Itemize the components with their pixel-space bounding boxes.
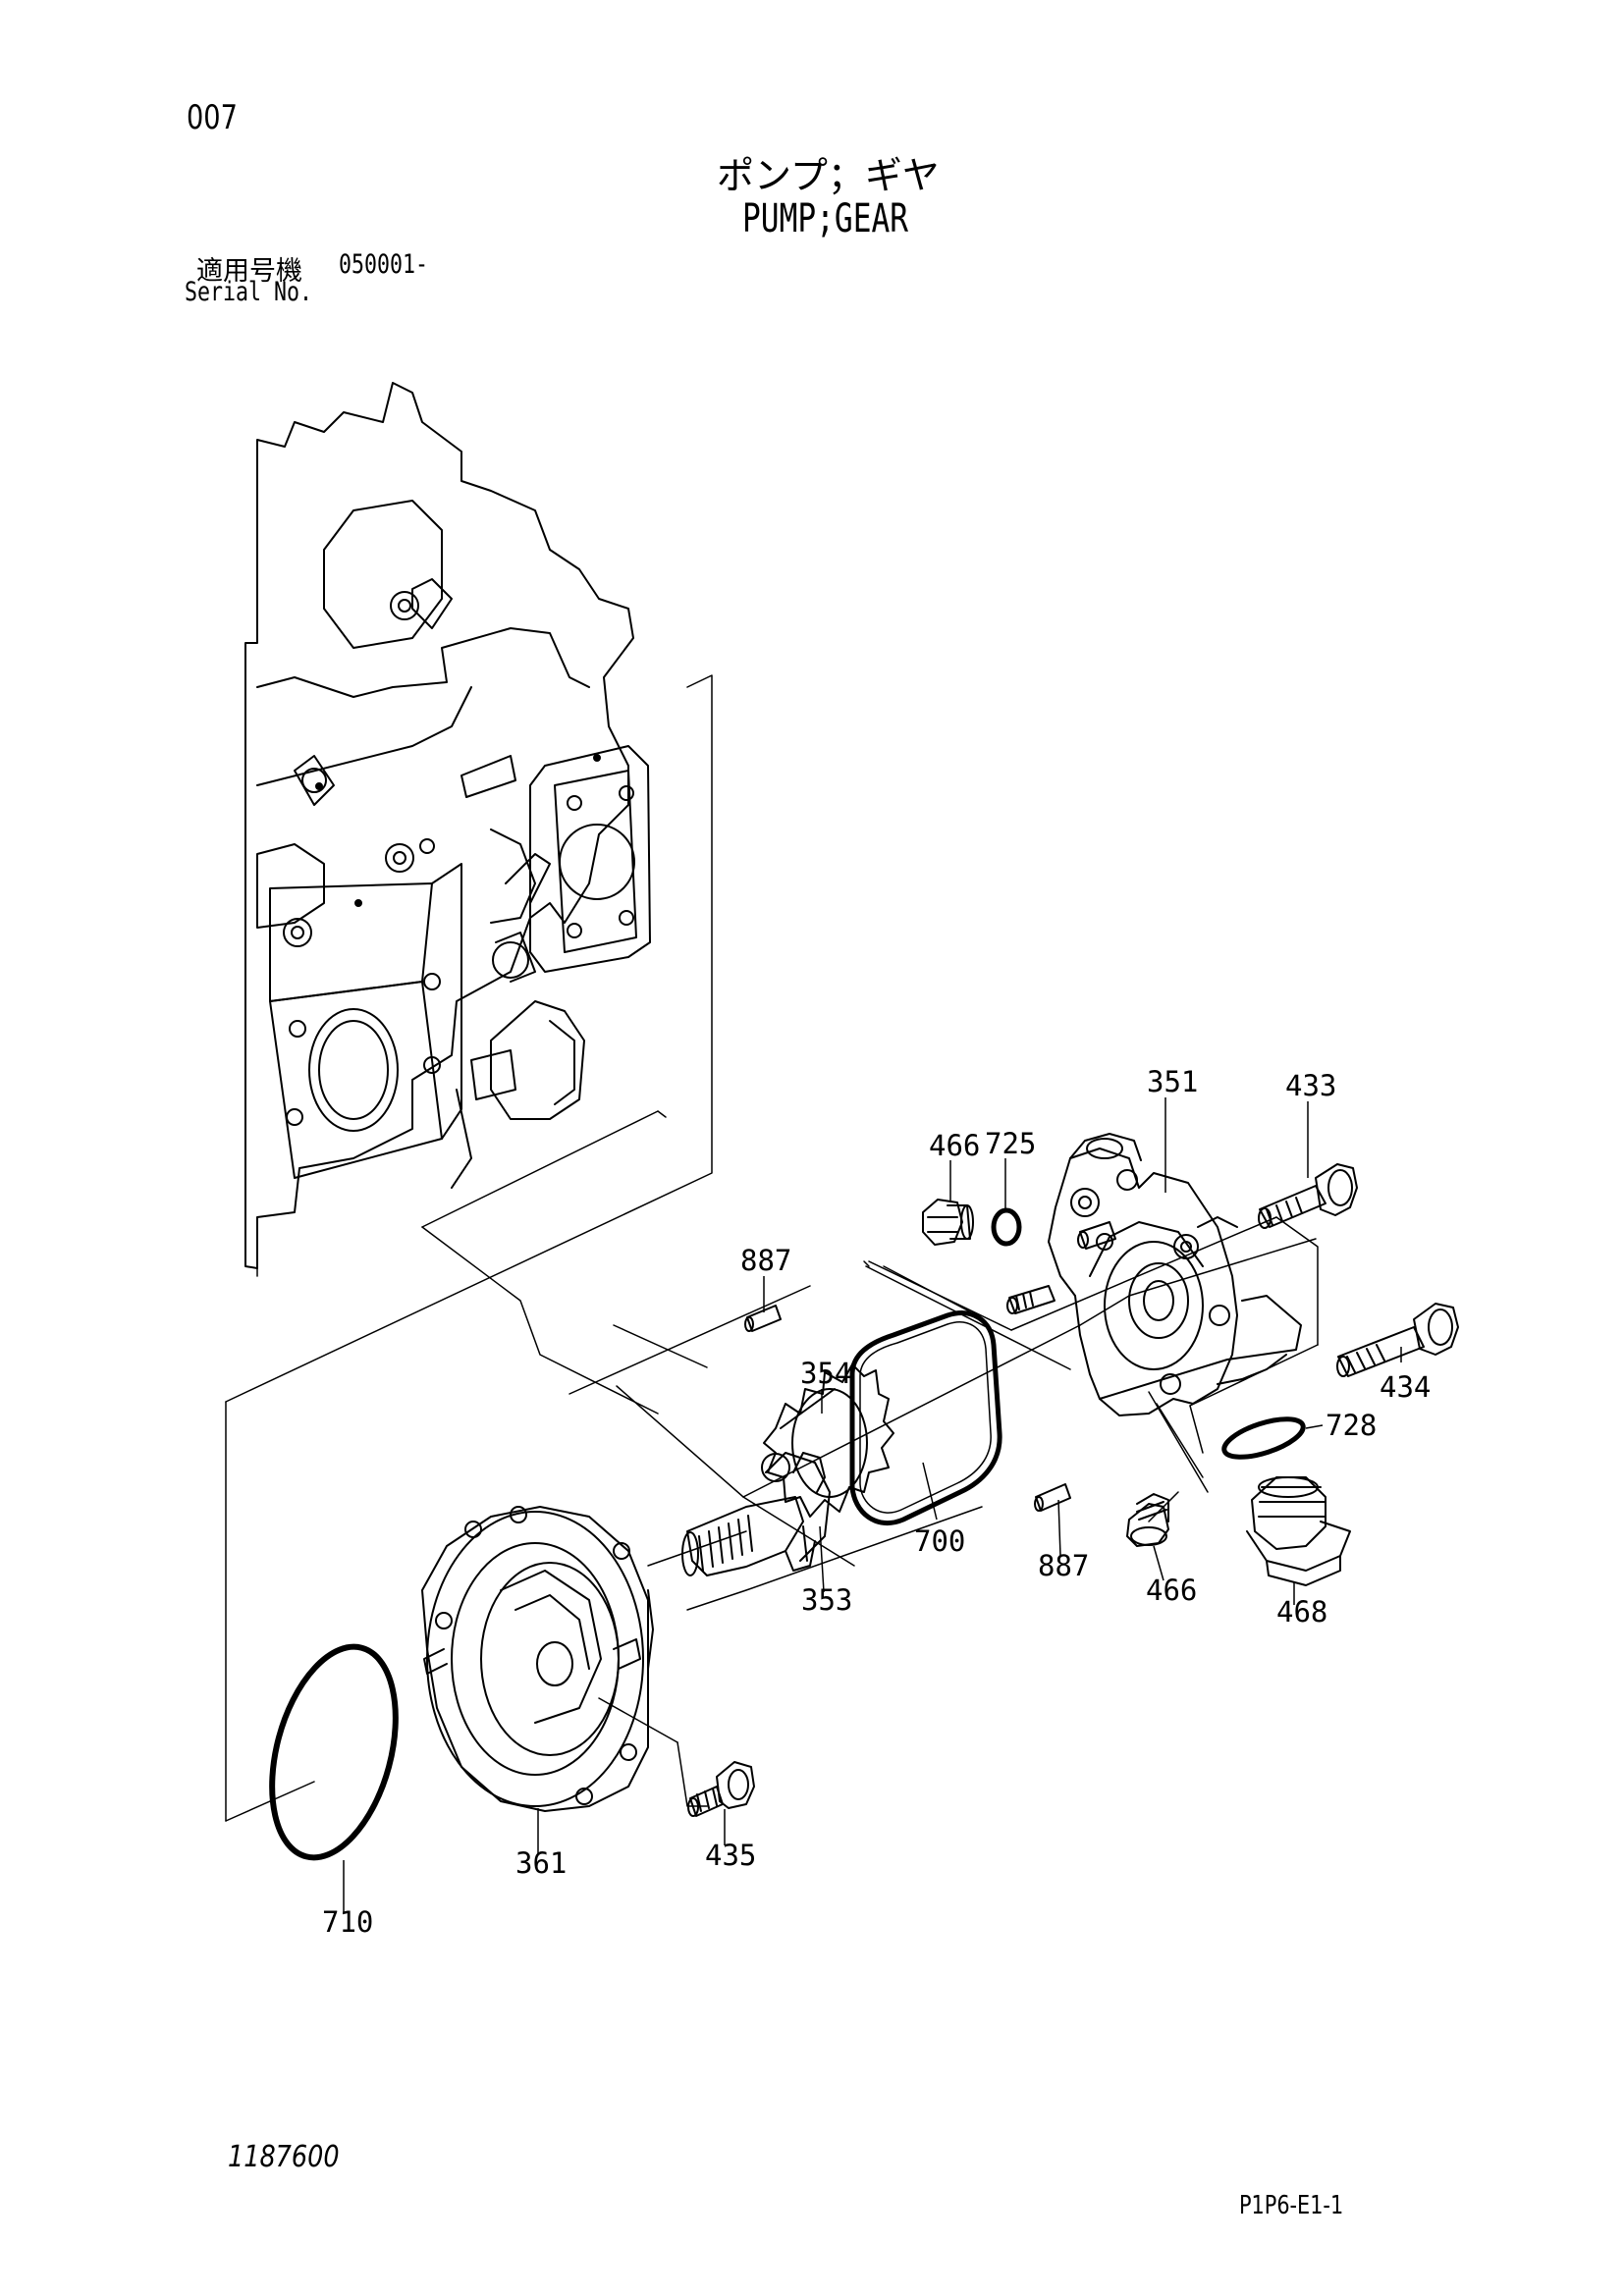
serial-label-english: Serial No. [185,277,313,307]
callout-700: 700 [914,1524,965,1558]
callout-labels: 351 433 466 725 887 354 434 728 700 887 … [322,1065,1431,1939]
callout-887-upper: 887 [740,1244,791,1277]
callout-725: 725 [985,1127,1036,1160]
sheet-code: P1P6-E1-1 [1239,2191,1344,2220]
callout-354: 354 [800,1357,851,1390]
callout-434: 434 [1380,1370,1431,1404]
o-ring-728 [1219,1412,1307,1465]
callout-710: 710 [322,1905,373,1939]
cover-361 [422,1507,653,1811]
leader-lines [344,1097,1401,1912]
title-japanese: ポンプ；ギヤ [717,154,940,197]
pump-body-351 [1049,1134,1301,1415]
bolt-434 [1337,1304,1458,1376]
seal-700 [852,1313,1000,1523]
serial-label-japanese: 適用号機 [196,256,302,287]
callout-351: 351 [1147,1065,1198,1098]
pin-887-lower [1035,1484,1070,1511]
callout-466-upper: 466 [929,1129,980,1162]
callout-468: 468 [1276,1595,1327,1629]
plug-466-lower [1127,1494,1168,1546]
main-pump-housing [245,383,650,1268]
figure-number: 1187600 [228,2140,340,2174]
o-ring-725 [994,1210,1019,1244]
plug-466-upper [923,1200,973,1245]
callout-353: 353 [801,1583,852,1617]
title-english: PUMP;GEAR [742,196,909,241]
callout-433: 433 [1285,1069,1336,1102]
callout-887-lower: 887 [1038,1549,1089,1582]
pin-887-upper [745,1306,781,1331]
callout-361: 361 [515,1846,567,1880]
bolt-435 [688,1762,754,1816]
o-ring-710 [251,1633,417,1872]
bolt-433 [1259,1164,1357,1228]
callout-466-lower: 466 [1146,1574,1197,1607]
page-number: 007 [187,98,238,137]
gear-shaft-353 [682,1453,830,1575]
stud-bolts [1007,1222,1115,1313]
callout-728: 728 [1326,1409,1377,1442]
callout-435: 435 [705,1839,756,1872]
plug-468 [1247,1477,1350,1585]
serial-number-value: 050001- [339,249,429,280]
